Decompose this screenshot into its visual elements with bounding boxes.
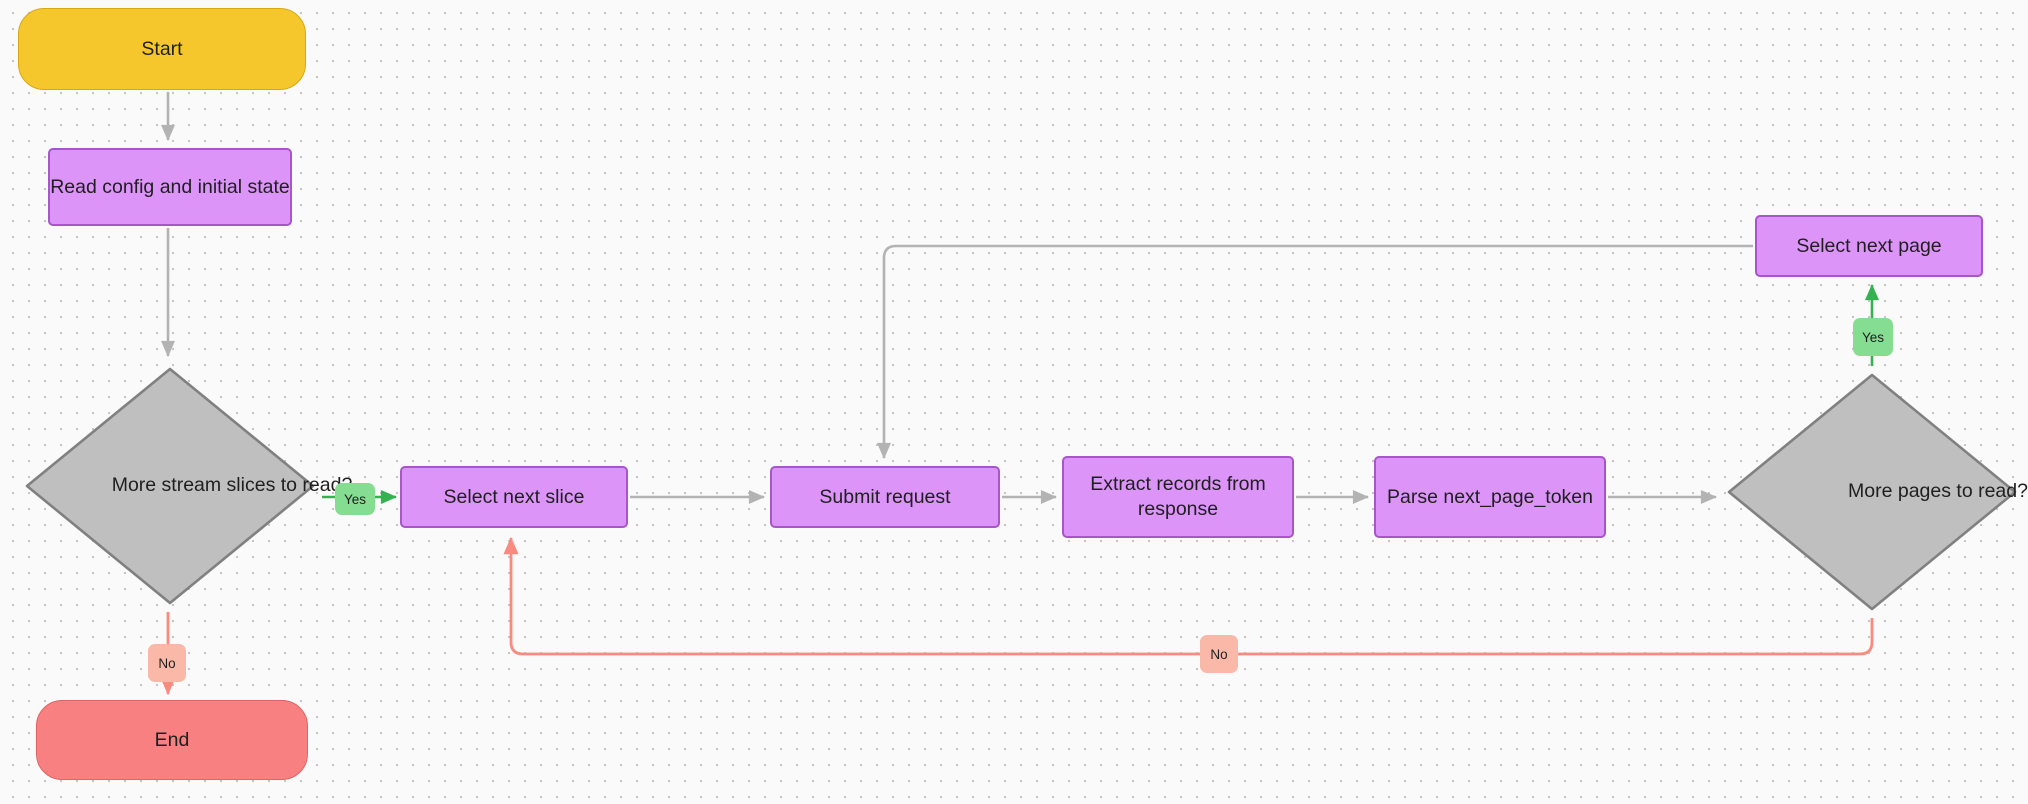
node-select-next-page-label: Select next page	[1796, 234, 1942, 257]
node-read-config-label: Read config and initial state	[50, 175, 290, 198]
edge-label-text: Yes	[343, 491, 367, 507]
node-end-label: End	[154, 728, 190, 751]
edge-label-yes-pages: Yes	[1853, 318, 1893, 356]
node-start[interactable]: Start	[18, 8, 306, 90]
edge-label-no-slices: No	[148, 644, 186, 682]
node-end[interactable]: End	[36, 700, 308, 780]
node-more-pages[interactable]: More pages to read?	[1722, 368, 2028, 616]
node-submit-request-label: Submit request	[819, 485, 951, 508]
edge-label-yes-slices: Yes	[335, 483, 375, 515]
node-submit-request[interactable]: Submit request	[770, 466, 1000, 528]
node-parse-next-page-token-label: Parse next_page_token	[1387, 485, 1593, 508]
edge-label-text: Yes	[1861, 329, 1885, 345]
edge-pages-no	[503, 536, 1874, 656]
node-more-stream-slices[interactable]: More stream slices to read?	[20, 362, 352, 610]
node-more-stream-slices-label: More stream slices to read?	[111, 474, 353, 497]
node-extract-records[interactable]: Extract records from response	[1062, 456, 1294, 538]
node-more-pages-label: More pages to read?	[1848, 480, 2028, 503]
edge-label-text: No	[1210, 646, 1228, 662]
node-start-label: Start	[141, 37, 183, 60]
node-read-config[interactable]: Read config and initial state	[48, 148, 292, 226]
decision-shape	[25, 367, 315, 605]
node-extract-records-label: Extract records from response	[1090, 473, 1266, 520]
node-parse-next-page-token[interactable]: Parse next_page_token	[1374, 456, 1606, 538]
edge-label-text: No	[158, 655, 176, 671]
node-select-next-page[interactable]: Select next page	[1755, 215, 1983, 277]
node-select-next-slice[interactable]: Select next slice	[400, 466, 628, 528]
node-select-next-slice-label: Select next slice	[443, 485, 585, 508]
edge-label-no-pages: No	[1200, 635, 1238, 673]
edge-nextpage-to-submit	[876, 244, 1753, 460]
